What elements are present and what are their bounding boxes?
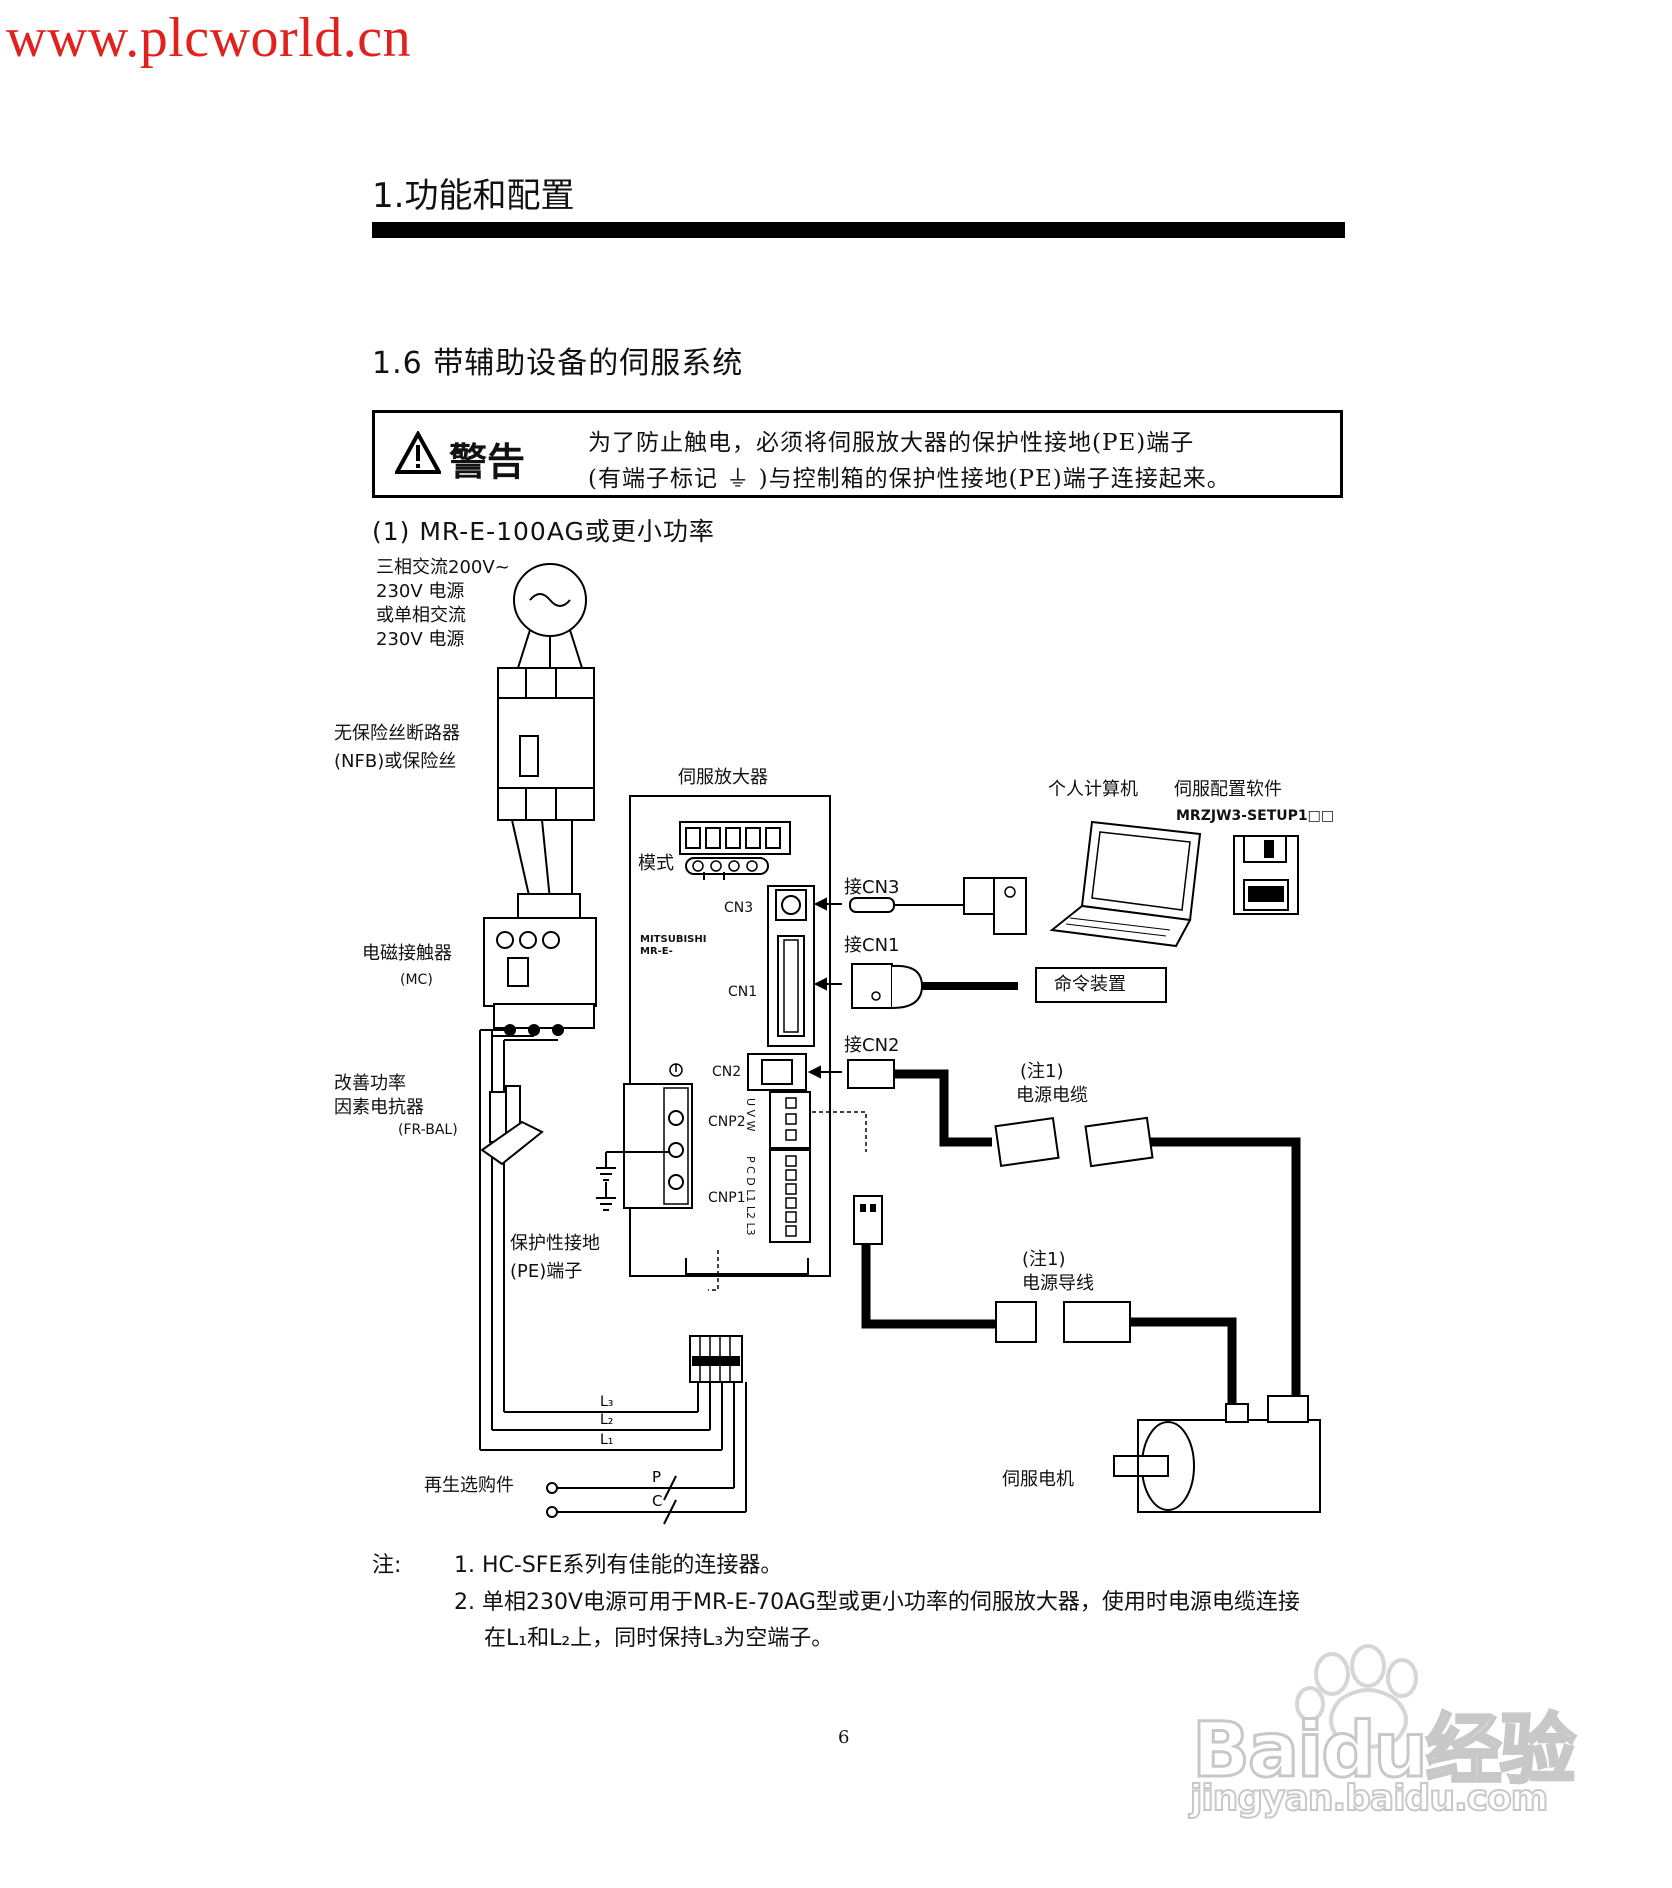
encoder-cable [847, 1059, 1301, 1424]
power-cable-label: 电源电缆 [1016, 1085, 1088, 1106]
connect-cn3-label: 接CN3 [844, 877, 900, 898]
usb-cable-icon [849, 877, 1027, 935]
regen-option-label: 再生选购件 [424, 1475, 514, 1496]
reactor-icon [480, 1085, 544, 1166]
pe-terminal-line1: 保护性接地 [510, 1233, 600, 1254]
servo-motor-icon [1113, 1395, 1321, 1513]
cn2-label: CN2 [712, 1064, 742, 1080]
mode-label: 模式 [638, 853, 674, 874]
brand-line1: MITSUBISHI [640, 934, 707, 945]
power-source-line1: 三相交流200V~ [376, 557, 510, 578]
power-lead-note: (注1) [1022, 1249, 1066, 1270]
power-cable-note: (注1) [1020, 1061, 1064, 1082]
cn1-cable-icon [851, 963, 1018, 1009]
software-model: MRZJW3-SETUP1□□ [1176, 808, 1335, 824]
note-2-line2: 在L₁和L₂上，同时保持L₃为空端子。 [484, 1626, 834, 1651]
amplifier-title: 伺服放大器 [678, 767, 768, 788]
cn3-label: CN3 [724, 900, 754, 916]
warning-label: 警告 [449, 440, 526, 484]
terminal-block-icon [689, 1335, 743, 1383]
note-2-line1: 2. 单相230V电源可用于MR-E-70AG型或更小功率的伺服放大器，使用时电… [454, 1590, 1300, 1615]
line-label-l3: L₃ [600, 1394, 613, 1410]
floppy-disk-icon [1233, 835, 1299, 915]
seven-segment-display [685, 827, 781, 849]
warning-triangle-icon [395, 431, 441, 474]
baidu-paw-logo [1295, 1644, 1418, 1749]
ac-source-icon [513, 563, 587, 669]
contactor-label-line1: 电磁接触器 [362, 943, 452, 964]
section-title: 1.6 带辅助设备的伺服系统 [372, 346, 744, 381]
line-label-l2: L₂ [600, 1412, 613, 1428]
cnp2-pin-labels: U V W [744, 1098, 757, 1132]
notes-heading: 注: [372, 1553, 402, 1578]
cn1-label: CN1 [728, 984, 758, 1000]
breaker-label-line2: (NFB)或保险丝 [334, 751, 457, 772]
subsection-title: (1) MR-E-100AG或更小功率 [372, 517, 715, 546]
command-device-box [1035, 967, 1167, 1003]
software-label: 伺服配置软件 [1174, 779, 1282, 800]
breaker-icon [497, 667, 595, 821]
chapter-divider [372, 222, 1345, 238]
power-lead-label: 电源导线 [1022, 1273, 1094, 1294]
pe-terminal-line2: (PE)端子 [510, 1261, 583, 1282]
ground-icon [596, 1151, 670, 1211]
chapter-title: 1.功能和配置 [372, 176, 575, 216]
power-source-line2: 230V 电源 [376, 581, 465, 602]
reactor-label-line3: (FR-BAL) [398, 1122, 458, 1138]
breaker-label-line1: 无保险丝断路器 [334, 723, 460, 744]
power-source-line3: 或单相交流 [376, 605, 466, 626]
watermark-url: www.plcworld.cn [6, 7, 412, 69]
cnp1-pin-labels: P C D L1 L2 L3 [744, 1156, 757, 1236]
command-device-label: 命令装置 [1054, 974, 1126, 995]
baidu-wordmark: Baidu经验 [1191, 1704, 1578, 1796]
line-label-l1: L₁ [600, 1432, 613, 1448]
connect-cn2-label: 接CN2 [844, 1035, 900, 1056]
warning-box: 警告 为了防止触电，必须将伺服放大器的保护性接地(PE)端子 (有端子标记 ⏚ … [372, 410, 1343, 498]
note-1: 1. HC-SFE系列有佳能的连接器。 [454, 1553, 783, 1578]
brand-line2: MR-E- [640, 946, 673, 957]
servo-motor-label: 伺服电机 [1002, 1469, 1074, 1490]
power-lead-cable [812, 1111, 1237, 1452]
servo-amplifier-body [623, 795, 831, 1277]
regen-label-c: C [652, 1492, 662, 1510]
laptop-icon [1049, 820, 1202, 948]
regen-label-p: P [652, 1468, 661, 1486]
pc-label: 个人计算机 [1048, 779, 1138, 800]
reactor-label-line2: 因素电抗器 [334, 1097, 424, 1118]
page-number: 6 [838, 1727, 850, 1748]
power-source-line4: 230V 电源 [376, 629, 465, 650]
warning-text-line2: (有端子标记 ⏚ )与控制箱的保护性接地(PE)端子连接起来。 [588, 466, 1231, 492]
cnp1-label: CNP1 [708, 1190, 746, 1206]
cnp2-label: CNP2 [708, 1114, 746, 1130]
warning-text-line1: 为了防止触电，必须将伺服放大器的保护性接地(PE)端子 [588, 430, 1195, 456]
contactor-icon [483, 893, 597, 1036]
reactor-label-line1: 改善功率 [334, 1073, 406, 1094]
connect-cn1-label: 接CN1 [844, 935, 900, 956]
contactor-label-line2: (MC) [400, 972, 433, 988]
baidu-url: jingyan.baidu.com [1189, 1777, 1549, 1820]
